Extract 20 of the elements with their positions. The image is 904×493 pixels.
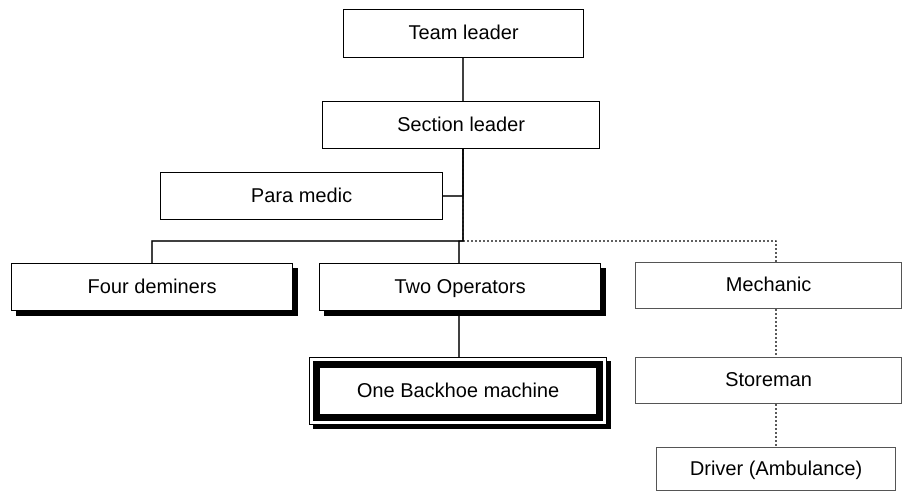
role-box (635, 357, 902, 404)
connector-line (775, 309, 777, 357)
connector-line (775, 404, 777, 447)
role-label: Two Operators (394, 276, 526, 298)
role-box (656, 447, 896, 491)
role-label: Driver (Ambulance) (690, 458, 862, 480)
role-label: Section leader (397, 114, 525, 136)
connector-line (462, 58, 464, 101)
role-label: Storeman (725, 369, 812, 392)
role-box (160, 172, 443, 220)
role-label: Para medic (250, 184, 352, 208)
role-label: Four deminers (88, 276, 216, 298)
role-box (635, 262, 902, 309)
role-label: One Backhoe machine (356, 380, 560, 402)
connector-line (458, 149, 464, 263)
connector-line (462, 149, 777, 262)
role-box (343, 9, 584, 58)
role-label: Team leader (408, 22, 519, 45)
role-box (322, 101, 600, 149)
role-label: Mechanic (726, 274, 812, 297)
